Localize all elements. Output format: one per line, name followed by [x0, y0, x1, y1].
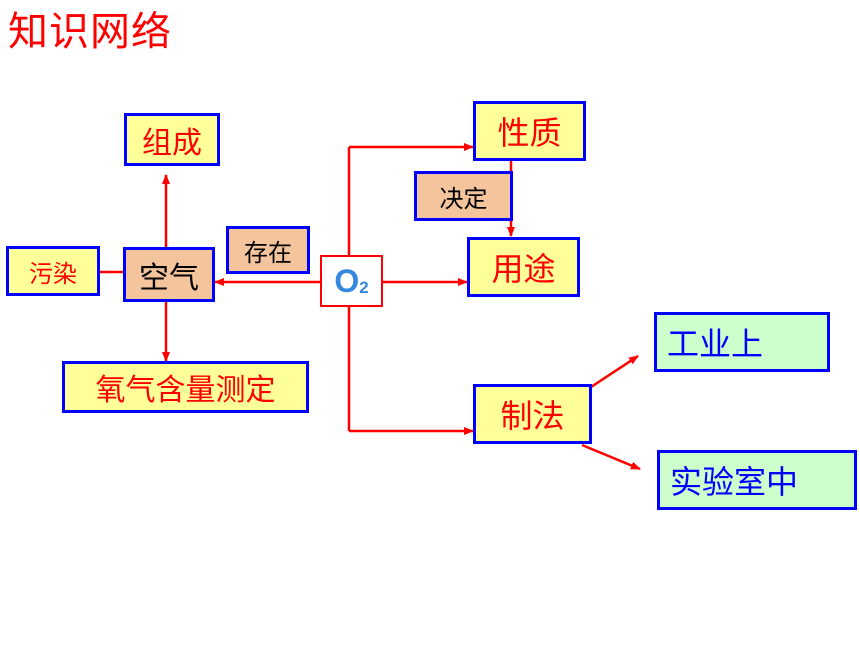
node-xingzhi: 性质 [473, 101, 586, 161]
node-xingzhi-label: 性质 [497, 114, 562, 152]
node-hanliang-label: 氧气含量测定 [95, 373, 276, 408]
node-jueding: 决定 [414, 171, 513, 221]
node-cunzai: 存在 [226, 226, 310, 274]
node-gongye: 工业上 [654, 312, 830, 372]
node-wuran: 污染 [6, 246, 100, 296]
node-zhifa: 制法 [473, 384, 592, 444]
node-kongqi: 空气 [123, 247, 215, 302]
node-gongye-label: 工业上 [667, 325, 764, 363]
node-o2-symbol: O [334, 262, 360, 299]
node-wuran-label: 污染 [29, 259, 77, 288]
node-zucheng-label: 组成 [142, 125, 202, 161]
node-yongtu-label: 用途 [491, 250, 556, 288]
node-yongtu: 用途 [467, 237, 580, 297]
page-title: 知识网络 [8, 9, 172, 55]
arrow-zhifa-to-shiyanshi [581, 443, 641, 471]
node-o2-subscript: 2 [359, 278, 369, 297]
node-kongqi-label: 空气 [139, 260, 199, 296]
node-cunzai-label: 存在 [244, 238, 292, 267]
node-hanliang: 氧气含量测定 [62, 361, 309, 413]
node-shiyanshi-label: 实验室中 [670, 463, 799, 501]
node-zucheng: 组成 [124, 113, 220, 166]
node-shiyanshi: 实验室中 [657, 450, 857, 510]
node-jueding-label: 决定 [439, 184, 488, 213]
node-zhifa-label: 制法 [500, 397, 565, 435]
